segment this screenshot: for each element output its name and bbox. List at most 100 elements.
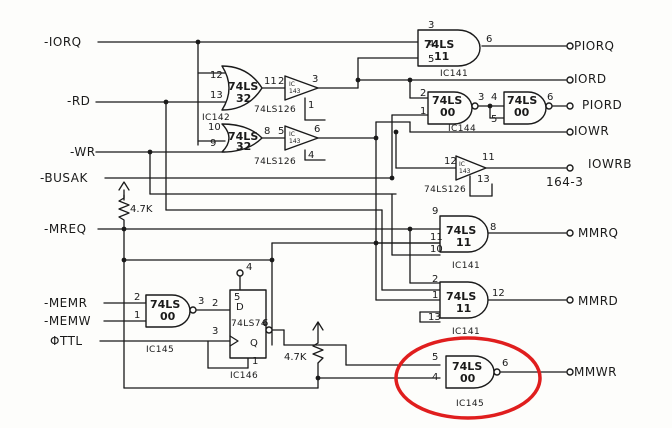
pin-label: 11 (482, 152, 495, 163)
chip-ic: IC141 (440, 69, 468, 79)
pin-label: 1 (308, 100, 314, 111)
chip-tag: 143 (289, 88, 301, 95)
input-phittl: ΦTTL (50, 334, 83, 348)
pin-label: 12 (492, 288, 505, 299)
chip-label: 74LS (432, 94, 462, 107)
ff-d-label: D (236, 302, 244, 313)
gate-ic144-nand-a: 74LS 00 IC144 2 1 3 (420, 88, 484, 134)
output-piorq: PIORQ (574, 39, 615, 53)
pin-label: 13 (477, 174, 490, 185)
pin-label: 5 (432, 352, 438, 363)
chip-label: 74LS (446, 290, 476, 303)
chip-tag: IC (289, 81, 295, 88)
pin-label: 3 (312, 74, 318, 85)
flipflop-ic146: D 74LS74 Q IC146 4 5 2 3 6 1 (212, 262, 273, 381)
chip-ic: IC141 (452, 327, 480, 337)
gate-ic145-nand-b: 74LS 00 IC145 5 4 6 (432, 352, 508, 409)
chip-sub: 00 (160, 310, 176, 323)
output-iowrb-ref: 164-3 (546, 175, 583, 189)
chip-sub: 00 (440, 106, 456, 119)
chip-label: 74LS (507, 94, 537, 107)
chip-sub: 11 (456, 236, 471, 249)
pin-label: 5 (491, 114, 497, 125)
buffer-74ls126-c: IC 143 74LS126 12 11 13 (424, 152, 495, 195)
gate-ic142-or-top: 74LS 32 IC142 12 13 11 (202, 65, 277, 123)
wires (95, 41, 567, 389)
pin-label: 1 (420, 106, 426, 117)
pin-label: 4 (246, 262, 252, 273)
output-iowr: IOWR (574, 124, 609, 138)
gate-ic141-mid: 74LS 11 IC141 9 11 10 8 (430, 206, 496, 271)
pin-label: 5 (278, 126, 284, 137)
chip-sub: 00 (460, 372, 476, 385)
pin-label: 12 (210, 70, 223, 81)
chip-sub: 00 (514, 106, 530, 119)
gate-ic141-low: 74LS 11 IC141 2 1 13 12 (428, 274, 505, 337)
pin-label: 2 (278, 76, 284, 87)
input-memr: -MEMR (44, 296, 87, 310)
pin-label: 11 (264, 76, 277, 87)
gate-ic144-nand-b: 74LS 00 4 5 6 (491, 91, 553, 125)
resistor-label: 4.7K (284, 352, 307, 363)
pin-label: 3 (478, 92, 484, 103)
chip-label: 74LS (446, 224, 476, 237)
output-iowrb: IOWRB (588, 157, 632, 171)
chip-ic: IC146 (230, 371, 258, 381)
input-rd: -RD (67, 94, 90, 108)
chip-label: 74LS (150, 298, 180, 311)
gate-ic145-nand-a: 74LS 00 IC145 2 1 3 (134, 292, 204, 355)
chip-label: 74LS (228, 80, 258, 93)
input-iorq: -IORQ (44, 35, 82, 49)
pin-label: 13 (210, 90, 223, 101)
chip-label: 74LS (424, 38, 454, 51)
pin-label: 2 (420, 88, 426, 99)
resistor-label: 4.7K (130, 204, 153, 215)
pin-label: 8 (264, 126, 270, 137)
chip-sub: 11 (456, 302, 471, 315)
chip-label: 74LS (228, 130, 258, 143)
pin-label: 1 (432, 290, 438, 301)
resistor-4k7-right: 4.7K (284, 321, 324, 364)
pin-label: 1 (252, 356, 258, 367)
pin-label: 6 (314, 124, 320, 135)
pin-label: 3 (198, 296, 204, 307)
chip-ic: 74LS126 (254, 157, 296, 167)
pin-label: 11 (430, 232, 443, 243)
chip-sub: 11 (434, 50, 449, 63)
chip-tag: IC (459, 161, 465, 168)
chip-ic: 74LS126 (254, 105, 296, 115)
buffer-74ls126-b: IC 143 74LS126 5 6 4 (254, 124, 320, 167)
input-memw: -MEMW (44, 314, 91, 328)
gate-ic142-or-bottom: 74LS 32 10 9 8 (208, 122, 270, 153)
pin-label: 10 (430, 244, 443, 255)
input-mreq: -MREQ (44, 222, 87, 236)
chip-ic: IC145 (456, 399, 484, 409)
output-mmrq: MMRQ (578, 226, 619, 240)
chip-ic: IC142 (202, 113, 230, 123)
highlight-ellipse (394, 336, 542, 420)
pin-label: 4 (308, 150, 314, 161)
chip-ic: 74LS126 (424, 185, 466, 195)
pin-label: 3 (428, 20, 434, 31)
pin-label: 9 (210, 138, 216, 149)
pin-label: 5 (234, 292, 240, 303)
pin-label: 3 (212, 326, 218, 337)
chip-tag: 143 (289, 138, 301, 145)
pin-label: 2 (212, 298, 218, 309)
chip-label: 74LS (452, 360, 482, 373)
chip-ic: IC141 (452, 261, 480, 271)
output-iord: IORD (574, 72, 607, 86)
pin-label: 9 (432, 206, 438, 217)
output-terminals (566, 42, 574, 376)
chip-sub: 32 (236, 140, 251, 153)
buffer-74ls126-a: IC 143 74LS126 2 3 1 (254, 74, 319, 115)
pin-label: 1 (134, 310, 140, 321)
input-busak: -BUSAK (40, 171, 88, 185)
pin-label: 6 (486, 34, 492, 45)
pin-label: 4 (432, 372, 438, 383)
pin-label: 6 (262, 318, 268, 329)
pin-label: 13 (428, 312, 441, 323)
output-mmwr: MMWR (574, 365, 617, 379)
